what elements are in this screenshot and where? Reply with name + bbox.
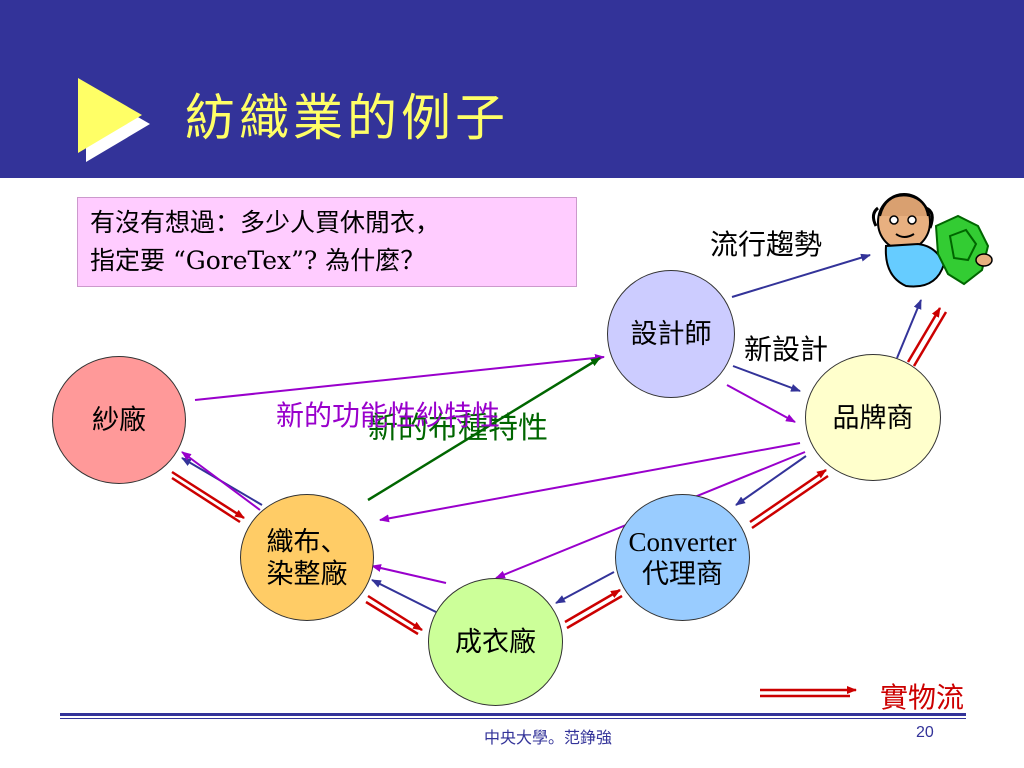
label-fashion-trend: 流行趨勢: [710, 230, 823, 261]
label-new-fabric-features: 新的布種特性: [368, 412, 548, 445]
legend-physical-flow-label: 實物流: [880, 683, 965, 714]
footer-divider: [60, 713, 966, 716]
node-weaving-label-2: 染整廠: [266, 558, 348, 589]
node-converter-label-1: Converter: [628, 526, 737, 557]
play-triangle-icon: [78, 78, 150, 162]
node-converter-label-2: 代理商: [642, 558, 723, 589]
header-bar: [0, 0, 1024, 178]
physical-flow-arrows: [171, 307, 948, 698]
page-number: 20: [916, 724, 934, 741]
slide-title: 紡織業的例子: [185, 89, 509, 147]
node-yarn-factory: 紗廠: [52, 356, 186, 484]
label-new-design: 新設計: [744, 335, 829, 366]
question-line-1: 有沒有想過：多少人買休閒衣，: [90, 208, 441, 237]
node-designer-label: 設計師: [630, 319, 712, 349]
node-designer: 設計師: [607, 270, 735, 398]
label-new-yarn-features: 新的功能性紗特性: [276, 401, 501, 432]
node-weaving-dyeing-factory: 織布、 染整廠: [240, 494, 374, 621]
footer-author: 中央大學。范錚強: [484, 730, 613, 747]
question-box: 有沒有想過：多少人買休閒衣， 指定要 “GoreTex”? 為什麼？: [77, 197, 577, 287]
node-garment-factory: 成衣廠: [428, 578, 563, 706]
node-yarn-label: 紗廠: [92, 405, 146, 435]
footer-divider-thin: [60, 718, 966, 719]
question-line-2: 指定要 “GoreTex”? 為什麼？: [90, 246, 426, 275]
green-flow-arrow: [367, 356, 601, 502]
consumer-with-money-icon: [871, 193, 993, 288]
node-converter-agent: Converter 代理商: [615, 494, 750, 621]
node-weaving-label-1: 織布、: [266, 526, 348, 557]
node-garment-label: 成衣廠: [455, 627, 536, 657]
node-brand-label: 品牌商: [832, 402, 914, 433]
node-brand: 品牌商: [805, 354, 941, 481]
